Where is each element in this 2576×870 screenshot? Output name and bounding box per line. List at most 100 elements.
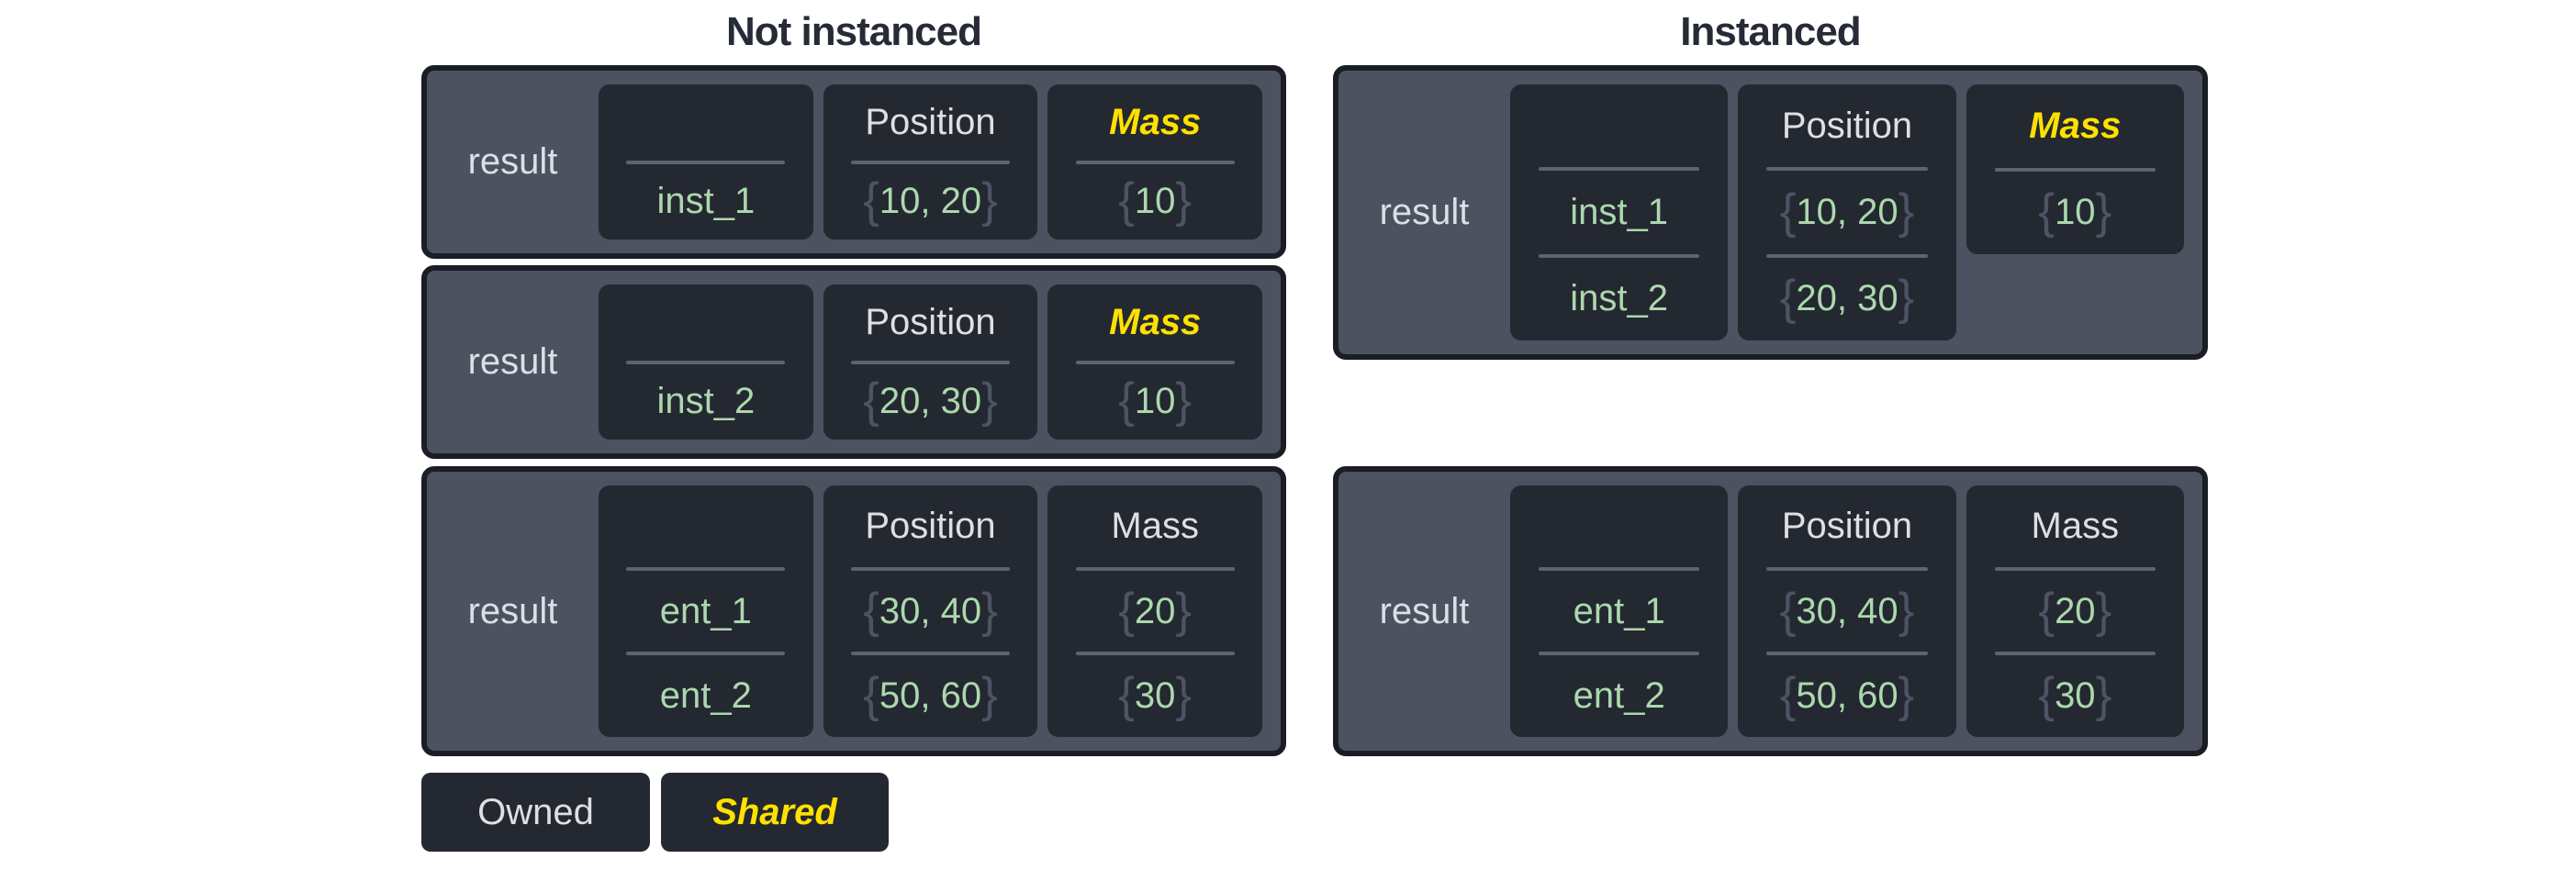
- brace-open: {: [863, 583, 879, 638]
- table-cells: inst_1 Position{10, 20}Mass{10}: [599, 71, 1281, 253]
- value-row: {10, 20}: [823, 164, 1038, 240]
- value-text: 10: [2055, 192, 2096, 233]
- value-row: {20}: [1047, 571, 1262, 652]
- value-row: {30}: [1966, 655, 2184, 737]
- cell-divider: [851, 652, 1010, 656]
- brace-close: }: [2095, 184, 2112, 240]
- column-header-blank: [599, 84, 813, 161]
- cell-divider: [851, 360, 1010, 364]
- value-text: 30: [2055, 675, 2096, 717]
- value-row: ent_1: [599, 571, 813, 652]
- brace-close: }: [2095, 583, 2112, 638]
- brace-close: }: [1898, 583, 1915, 638]
- column-mass: Mass {20}{30}: [1966, 485, 2184, 737]
- column-entity: inst_1: [599, 84, 813, 240]
- header-text: Position: [1781, 105, 1913, 146]
- column-header-position: Position: [823, 485, 1038, 567]
- column-position: Position{30, 40}{50, 60}: [1738, 485, 1956, 737]
- column-position: Position {10, 20}{20, 30}: [1738, 84, 1956, 340]
- brace-close: }: [1175, 173, 1193, 229]
- column-header-mass: Mass: [1047, 84, 1262, 161]
- value-text: ent_2: [1573, 675, 1665, 717]
- brace-open: {: [1779, 668, 1797, 723]
- value-row: {30, 40}: [1738, 571, 1955, 652]
- brace-open: {: [863, 668, 879, 723]
- group-title-instanced: Instanced: [1680, 9, 1861, 54]
- value-row: {10, 20}: [1738, 171, 1955, 253]
- brace-close: }: [2095, 668, 2112, 723]
- value-text: 50, 60: [879, 675, 982, 717]
- cell-divider: [1538, 253, 1700, 258]
- value-text: 30, 40: [1796, 590, 1898, 631]
- value-row: {20, 30}: [823, 364, 1038, 441]
- result-label: result: [1379, 192, 1470, 232]
- column-header-blank: [599, 284, 813, 361]
- brace-close: }: [981, 173, 998, 229]
- cell-divider: [1075, 360, 1235, 364]
- cell-divider: [1075, 652, 1235, 656]
- value-row: ent_2: [1510, 655, 1728, 737]
- header-text: Mass: [1109, 301, 1202, 342]
- result-label: result: [467, 590, 558, 631]
- value-row: ent_1: [1510, 571, 1728, 652]
- value-text: inst_2: [1570, 278, 1669, 319]
- table-slot: result inst_1 Position{10, 20}Mass{10}: [421, 65, 1286, 259]
- cell-divider: [1994, 566, 2156, 571]
- header-text: Mass: [2029, 105, 2122, 146]
- legend: Owned Shared: [421, 773, 889, 852]
- group-title-not-instanced: Not instanced: [726, 9, 982, 54]
- column-header-blank: [1510, 485, 1728, 567]
- cell-divider: [1766, 652, 1928, 656]
- brace-open: {: [863, 374, 879, 429]
- value-text: ent_1: [659, 590, 752, 631]
- column-header-position: Position: [823, 84, 1038, 161]
- cell-divider: [1994, 167, 2156, 172]
- value-row: {10}: [1047, 164, 1262, 240]
- value-row: {10}: [1047, 364, 1262, 441]
- header-text: Mass: [1111, 505, 1199, 546]
- column-header-blank: [1510, 84, 1728, 167]
- header-text: Mass: [2031, 505, 2120, 546]
- column-mass: Mass {10}: [1047, 284, 1263, 441]
- brace-close: }: [1175, 374, 1193, 429]
- brace-close: }: [1898, 668, 1915, 723]
- result-label: result: [1379, 590, 1470, 631]
- brace-close: }: [981, 583, 998, 638]
- value-row: inst_2: [599, 364, 813, 441]
- value-row: inst_1: [1510, 171, 1728, 253]
- value-text: 30, 40: [879, 590, 982, 631]
- cell-divider: [1538, 652, 1700, 656]
- value-row: inst_2: [1510, 258, 1728, 340]
- cell-divider: [1538, 167, 1700, 172]
- brace-open: {: [2038, 184, 2055, 240]
- result-label: result: [467, 141, 558, 182]
- table-slot: result inst_1 inst_2 Position {10, 20}{20, 3…: [1333, 65, 2208, 360]
- cell-divider: [626, 652, 786, 656]
- value-text: inst_2: [656, 381, 756, 422]
- table-cells: inst_2 Position{20, 30} Mass {10}: [599, 271, 1281, 453]
- value-text: inst_1: [656, 181, 756, 222]
- column-header-position: Position: [1738, 485, 1955, 567]
- cell-divider: [626, 566, 786, 571]
- column-position: Position{20, 30}: [823, 284, 1038, 440]
- brace-open: {: [1118, 173, 1135, 229]
- column-header-position: Position: [823, 284, 1038, 361]
- brace-open: {: [2038, 583, 2055, 638]
- value-row: {50, 60}: [1738, 655, 1955, 737]
- column-header-mass: Mass: [1047, 485, 1262, 567]
- value-row: {20}: [1966, 571, 2184, 652]
- cell-divider: [1075, 566, 1235, 571]
- header-text: Position: [865, 505, 996, 546]
- brace-open: {: [1779, 184, 1797, 240]
- value-row: {20, 30}: [1738, 258, 1955, 340]
- value-row: inst_1: [599, 164, 813, 240]
- table-panel-not-instanced-inst1: result inst_1 Position{10, 20}Mass{10}: [421, 65, 1286, 259]
